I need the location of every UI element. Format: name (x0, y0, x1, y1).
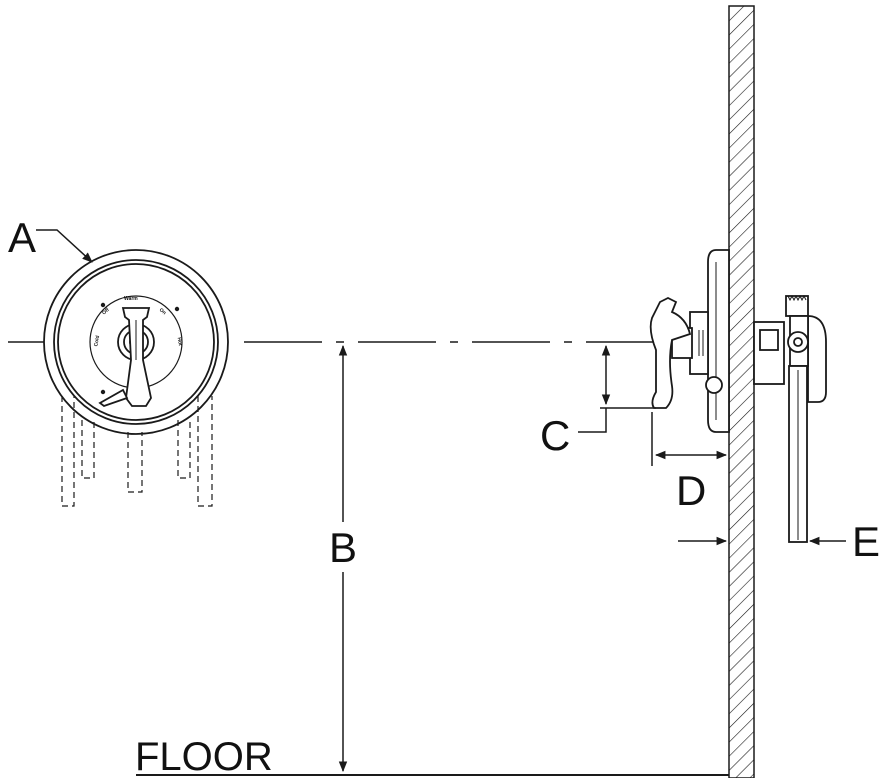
plate-dots (100, 302, 180, 395)
label-c: C (540, 412, 570, 459)
lever-handle-front (98, 307, 152, 408)
dial-lettering: Warm Off On Cold Hot (93, 296, 183, 347)
dimension-c: C (540, 344, 656, 459)
wall (728, 5, 755, 779)
label-b: B (329, 524, 357, 571)
label-a-group: A (8, 214, 93, 263)
lever-handle-side (649, 296, 692, 409)
dimension-b: B (329, 344, 357, 773)
dimension-e: E (678, 518, 879, 565)
trim-flange-side-view (707, 249, 730, 433)
floor-label: FLOOR (135, 735, 273, 778)
hidden-pipes (61, 396, 213, 507)
label-d: D (676, 467, 706, 514)
dial-label-left: Cold (93, 335, 101, 347)
dimension-d: D (651, 412, 728, 514)
dial-label-upper-right: On (158, 307, 167, 316)
dial-label-upper-left: Off (101, 307, 111, 316)
dial-label-top: Warm (124, 296, 138, 302)
label-e: E (852, 518, 879, 565)
label-a: A (8, 214, 36, 261)
valve-behind-wall (753, 294, 827, 543)
dial-label-right: Hot (176, 337, 183, 347)
